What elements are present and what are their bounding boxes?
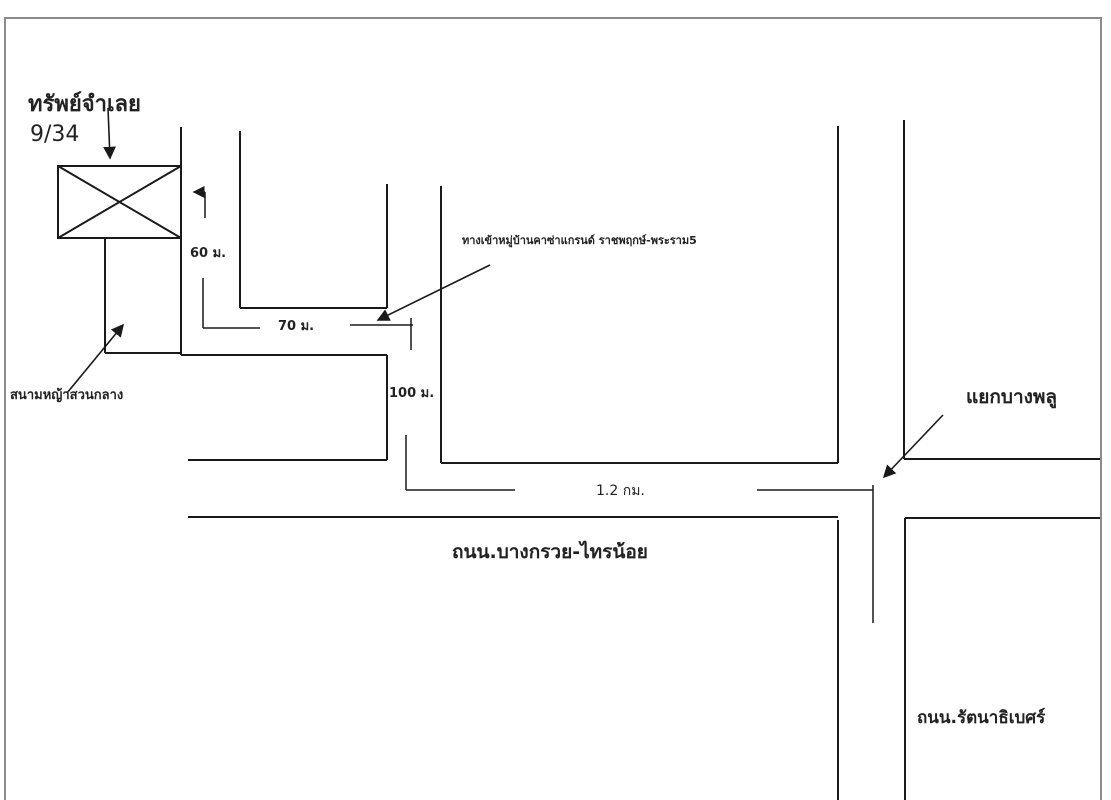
soi-road-lines xyxy=(180,126,839,464)
frame-border xyxy=(4,17,1102,800)
property-box xyxy=(57,165,182,239)
distance-60m: 60 ม. xyxy=(190,246,227,261)
intersection-label: แยกบางพลู xyxy=(966,386,1058,408)
property-number: 9/34 xyxy=(30,122,80,147)
main-road-lines xyxy=(188,120,1100,800)
road-rattanathibet-label: ถนน.รัตนาธิเบศร์ xyxy=(917,708,1046,728)
distance-70m: 70 ม. xyxy=(278,319,315,334)
lawn-area xyxy=(104,238,181,354)
distance-100m: 100 ม. xyxy=(389,386,435,401)
distance-1-2km: 1.2 กม. xyxy=(596,483,645,499)
distance-markers xyxy=(192,186,874,623)
lawn-label: สนามหญ้าสวนกลาง xyxy=(10,388,124,403)
entrance-label: ทางเข้าหมู่บ้านคาซ่าแกรนด์ ราชพฤกษ์-พระร… xyxy=(462,234,697,247)
road-bangkruai-label: ถนน.บางกรวย-ไทรน้อย xyxy=(452,541,648,563)
pointer-arrows xyxy=(66,107,944,479)
property-title: ทรัพย์จำเลย xyxy=(28,92,141,117)
